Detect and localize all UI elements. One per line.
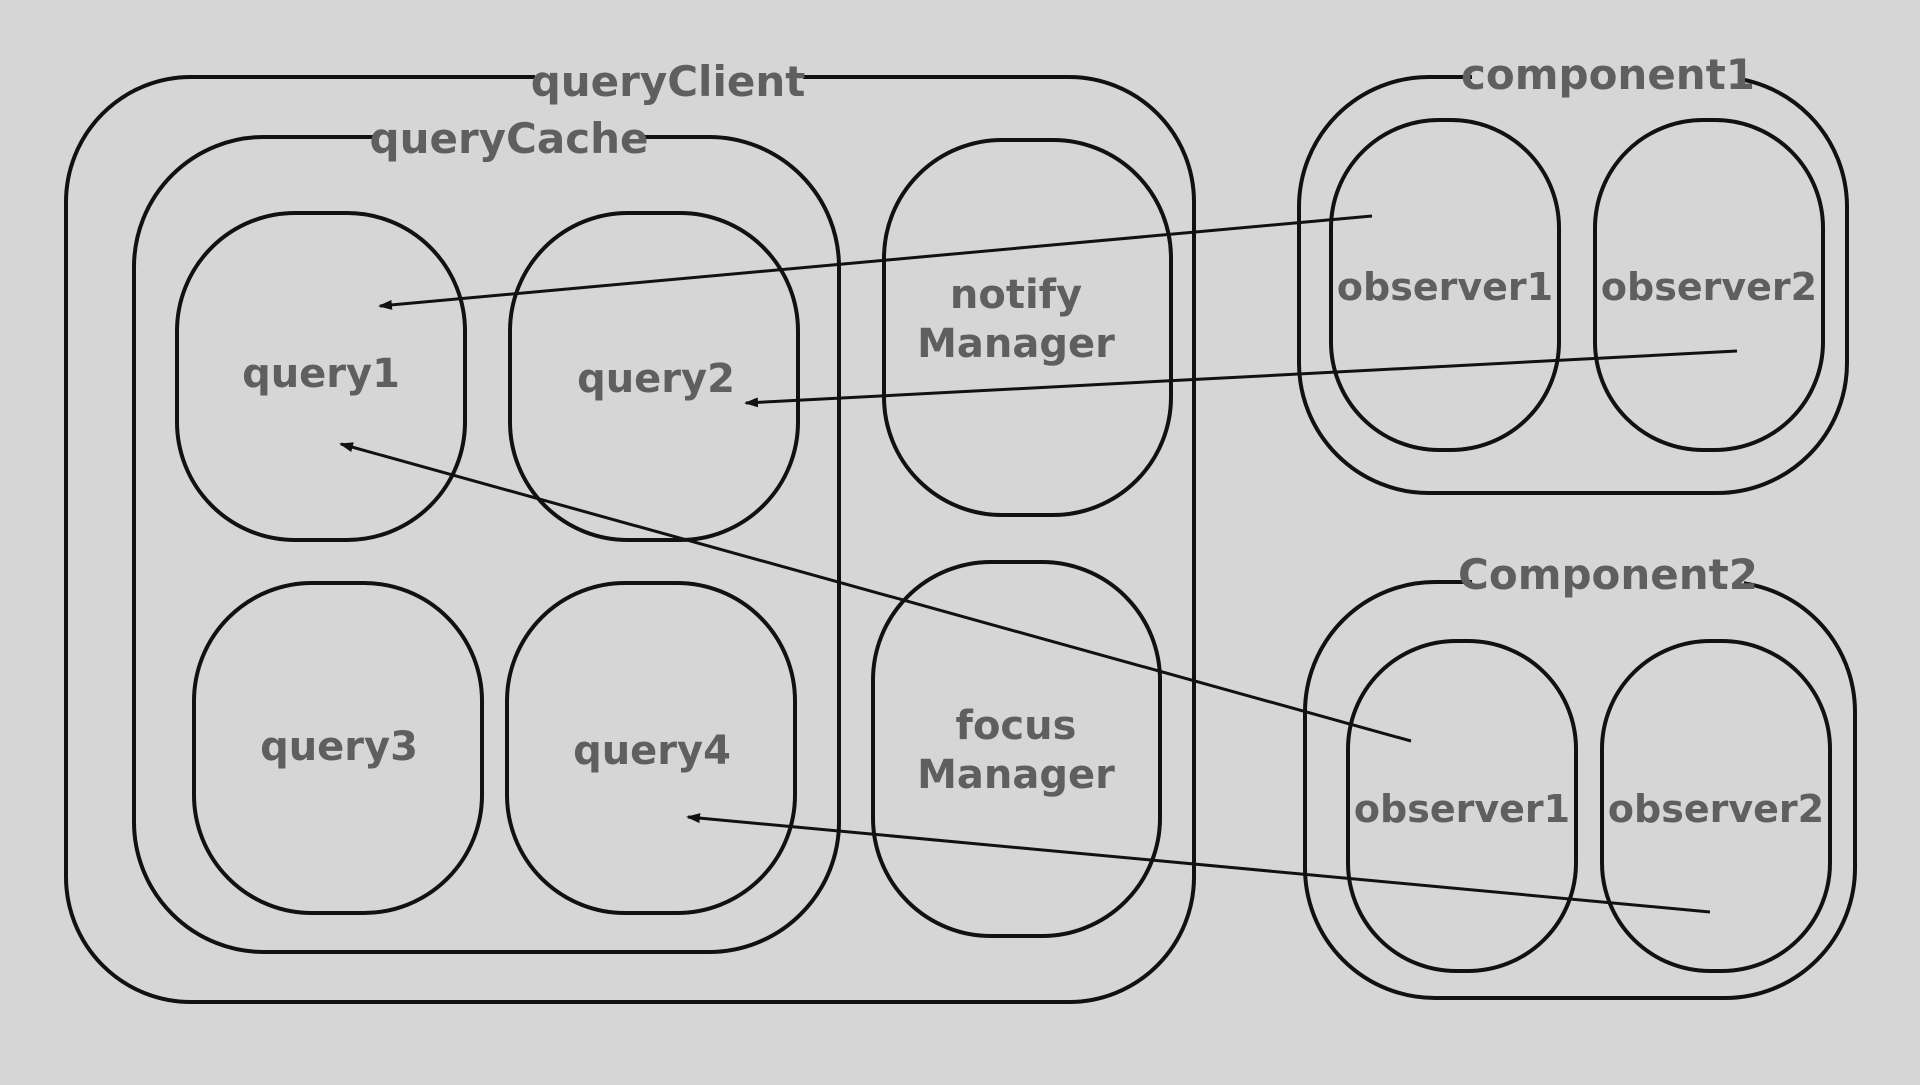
query4-node <box>505 581 797 915</box>
query2-node <box>508 211 800 542</box>
query3-node <box>192 581 484 915</box>
query-client-title: queryClient <box>531 57 806 106</box>
component2-title-background <box>1472 552 1744 606</box>
component1-observer1-node <box>1329 118 1561 452</box>
component1-observer2-label: observer2 <box>1601 265 1817 309</box>
focus-manager-node <box>871 560 1162 938</box>
focus-manager-label-line2: Manager <box>917 752 1115 798</box>
component2-observer1-node <box>1346 639 1578 973</box>
component2-observer1-to-query1-arrow <box>339 442 1412 743</box>
query1-node <box>175 211 467 542</box>
component2-observer1-label: observer1 <box>1354 787 1570 831</box>
component2-observer2-to-query4-arrow <box>686 813 1711 914</box>
query3-label: query3 <box>260 724 418 770</box>
component1-title-background <box>1472 50 1744 104</box>
query-client-title-background <box>535 52 803 106</box>
component1-observer2-node <box>1593 118 1825 452</box>
component2-title: Component2 <box>1458 550 1758 599</box>
notify-manager-label-line1: notify <box>950 272 1082 318</box>
notify-manager-node <box>882 138 1173 517</box>
component1-observer2-to-query2-arrow <box>744 349 1738 408</box>
query4-label: query4 <box>573 728 731 774</box>
query-cache-title: queryCache <box>370 114 649 163</box>
focus-manager-label-line1: focus <box>956 703 1077 749</box>
query-cache-box <box>132 135 841 954</box>
component1-observer1-to-query1-arrow <box>378 214 1373 310</box>
query1-label: query1 <box>242 351 400 397</box>
notify-manager-label-line2: Manager <box>917 321 1115 367</box>
component1-title: component1 <box>1461 50 1755 99</box>
query2-label: query2 <box>577 356 735 402</box>
query-cache-title-background <box>374 113 644 167</box>
component2-observer2-label: observer2 <box>1608 787 1824 831</box>
component2-observer2-node <box>1600 639 1832 973</box>
component1-observer1-label: observer1 <box>1337 265 1553 309</box>
